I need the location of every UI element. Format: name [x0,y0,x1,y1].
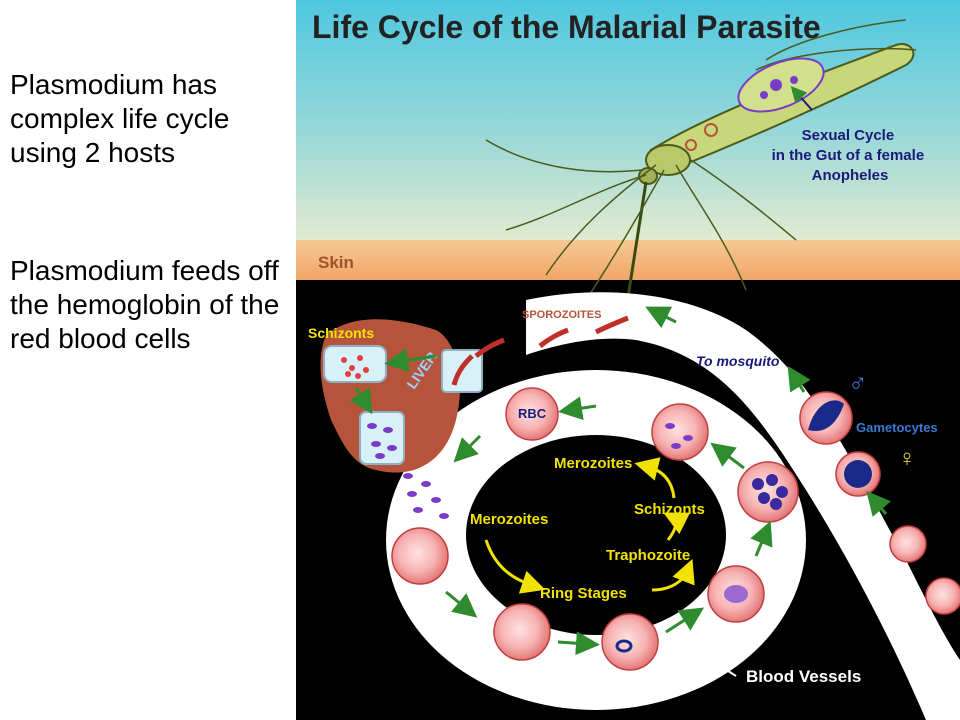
ring-rbc-cell-2 [493,603,551,661]
skin-layer [296,240,960,282]
green-arrow-3 [445,590,478,618]
rbc-top-cell [505,387,559,441]
green-arrow-7 [710,442,745,470]
traphozoite-label: Traphozoite [606,547,690,564]
bullet-text-hemoglobin: Plasmodium feeds off the hemoglobin of t… [10,255,280,354]
green-arrow-4 [557,631,600,656]
male-symbol: ♂ [848,368,868,398]
vessel-rbc-a [889,525,927,563]
merozoites-left-label: Merozoites [470,511,548,528]
green-arrow-6 [750,520,773,557]
diagram-title: Life Cycle of the Malarial Parasite [312,9,821,45]
yellow-arrow-merozoites-to-ring [484,539,546,594]
sporozoite-2 [538,327,569,348]
liver-infected-cell [441,349,483,393]
green-arrow-9 [866,490,891,517]
vessel-rbc-b [925,577,960,615]
green-arrow-8 [787,365,811,393]
malaria-life-cycle-diagram: Life Cycle of the Malarial Parasite Sexu… [296,0,960,720]
schizonts-liver-label: Schizonts [308,325,374,341]
ring-stages-label: Ring Stages [540,585,627,602]
schizonts-ring-label: Schizonts [634,501,705,518]
sporozoite-3 [474,337,505,358]
ring-rbc-cell-1 [601,613,659,671]
yellow-arrow-trophozoite-to-schizont [663,512,691,541]
skin-label: Skin [318,253,354,272]
liver-schizont-cell [323,345,387,383]
green-arrow-5 [665,607,705,634]
green-arrow-2 [453,434,482,463]
green-arrow-1 [558,396,597,421]
sporozoites-label: SPOROZOITES [522,309,601,321]
released-merozoites [403,473,449,519]
merozoites-top-label: Merozoites [554,455,632,472]
female-symbol: ♀ [898,445,916,472]
bursting-rbc-cell [651,403,709,461]
liver-merozoite-cell [359,411,405,465]
gametocytes-label: Gametocytes [856,420,938,435]
sky-background [296,0,960,246]
rbc-label: RBC [518,406,547,421]
schizont-rbc-cell [737,461,799,523]
sporozoite-1 [594,315,629,335]
sexual-cycle-label: Sexual Cycle in the Gut of a female Anop… [772,127,929,184]
bullet-text-hosts: Plasmodium has complex life cycle using … [10,69,230,168]
uninfected-rbc-cell [391,527,449,585]
yellow-arrow-schizont-to-merozoites [634,457,676,499]
yellow-arrow-ring-to-trophozoite [651,558,695,592]
blood-vessels-label: Blood Vessels [746,667,861,686]
to-mosquito-label: To mosquito [696,353,780,369]
trophozoite-rbc-cell [707,565,765,623]
